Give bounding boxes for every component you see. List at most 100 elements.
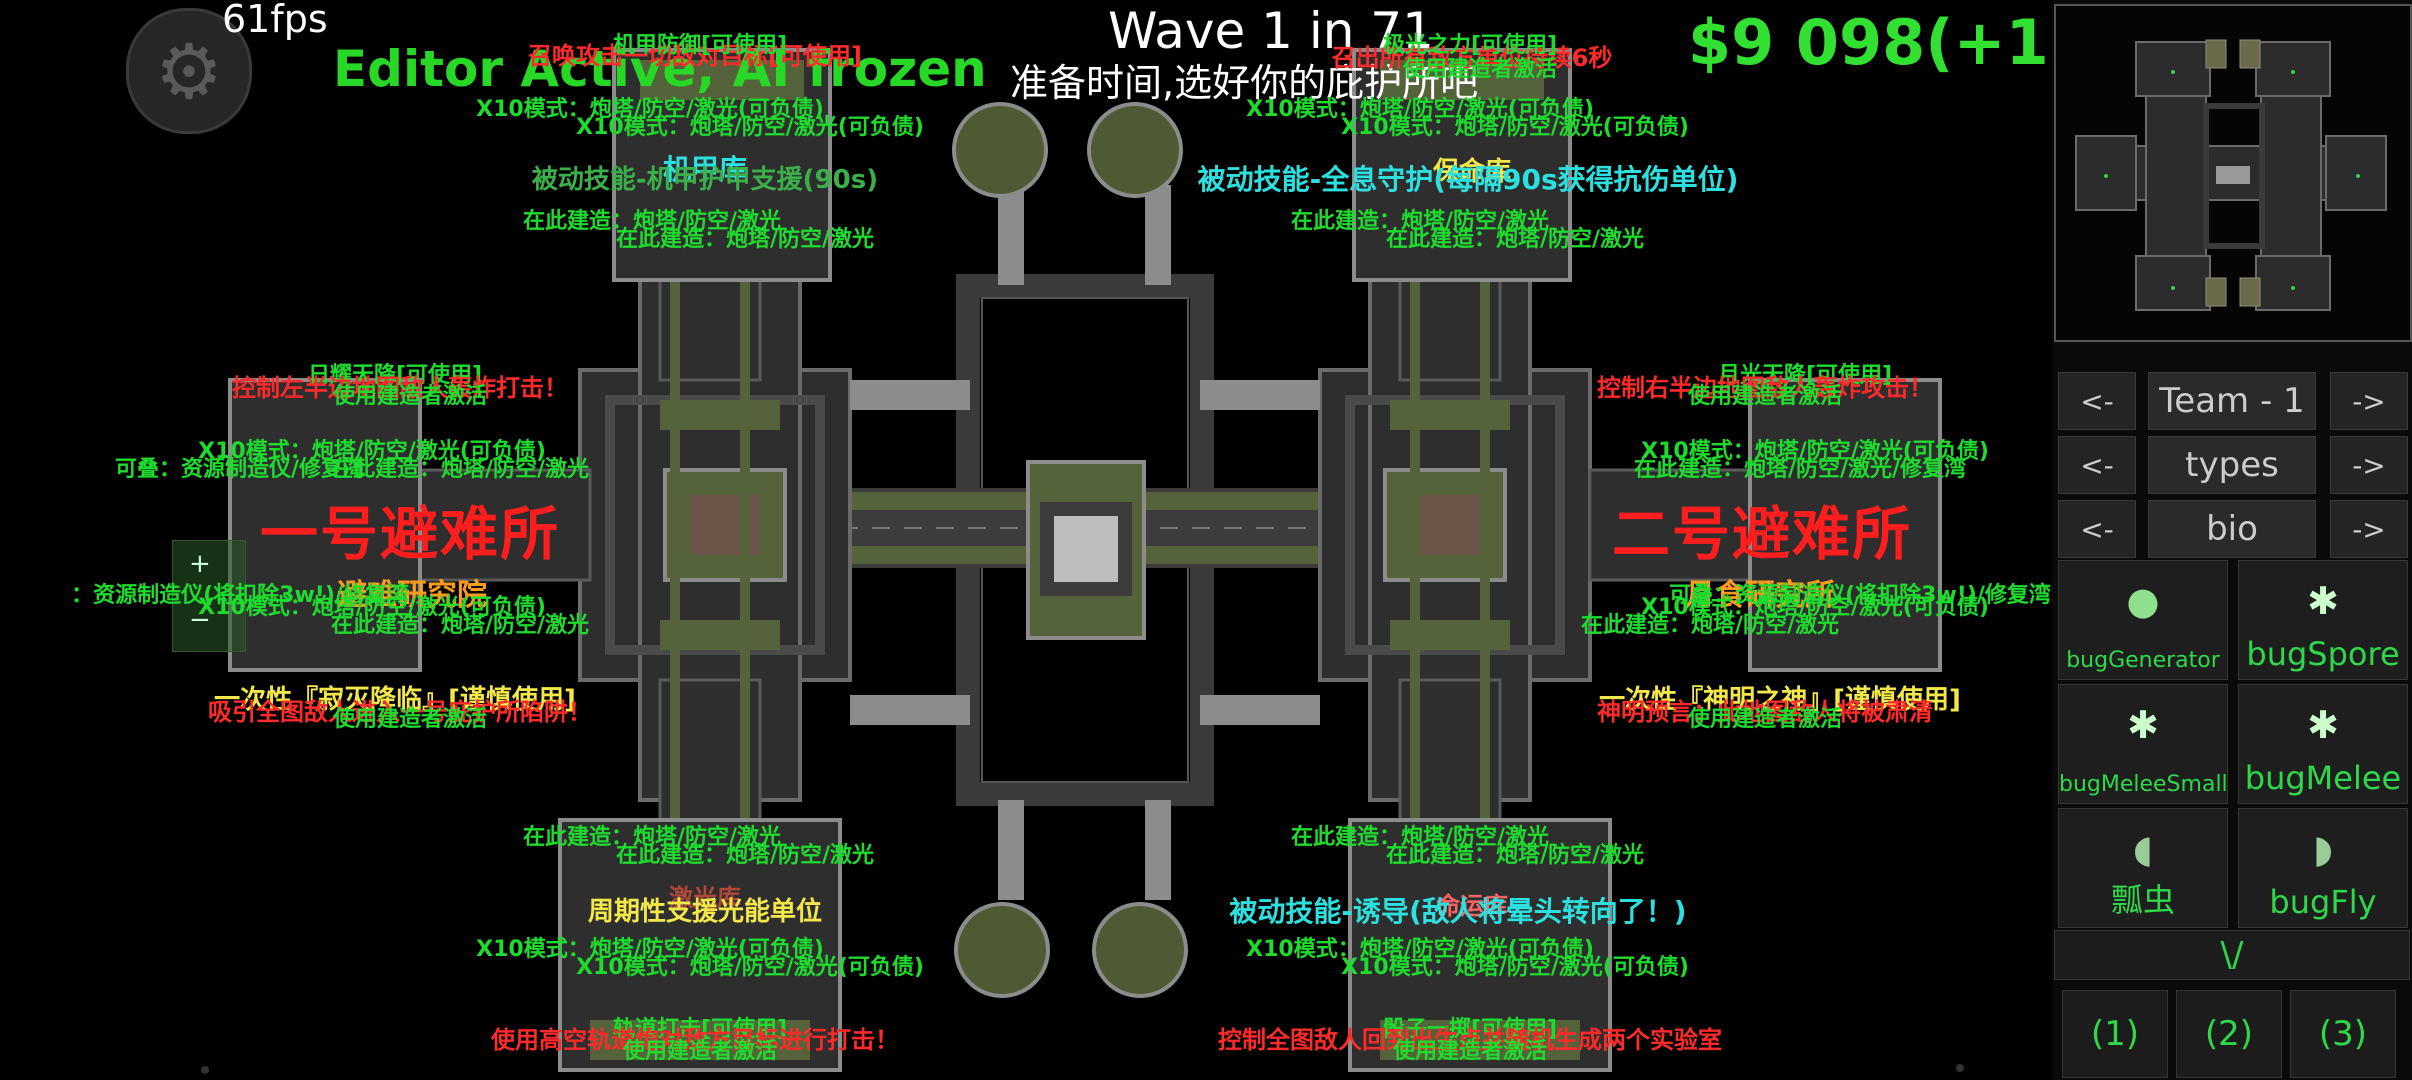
group-button-3[interactable]: (3) [2290, 990, 2396, 1078]
map-label: 在此建造：炮塔/防空/激光 [615, 227, 875, 252]
team-next-button[interactable]: -> [2330, 372, 2408, 430]
map-label: 极光之力[可使用] [1382, 33, 1558, 58]
ladybug-icon: ◖ [2132, 827, 2154, 871]
map-label: 在此建造：炮塔/防空/激光 [615, 843, 875, 868]
unit-name: bugFly [2269, 883, 2377, 921]
expand-button[interactable]: \/ [2054, 930, 2410, 980]
map-label: 可叠：资源制造仪/修复湾 [114, 457, 366, 482]
wave-timer: Wave 1 in 71 [1108, 2, 1434, 60]
minimap[interactable] [2054, 4, 2412, 342]
map-label: 激光库 [669, 884, 741, 912]
settings-gear-icon[interactable]: ⚙ [126, 8, 252, 134]
map-label: X10模式：炮塔/防空/激光(可负债) [1641, 439, 1989, 464]
map-label: X10模式：炮塔/防空/激光(可负债) [1341, 115, 1689, 140]
map-label: 机甲防御[可使用] [612, 33, 788, 58]
map-label: 月食研究所 [1685, 578, 1835, 613]
type-selector: <- types -> [2058, 436, 2408, 494]
map-label: X10模式：炮塔/防空/激光(可负债) [1246, 97, 1594, 122]
map-label: 在此建造：炮塔/防空/激光 [330, 613, 590, 638]
unit-button-bug-melee[interactable]: ✱ bugMelee [2238, 684, 2408, 804]
map-label: X10模式：炮塔/防空/激光(可负债) [198, 439, 546, 464]
shelter-title: 一号避难所 [259, 500, 561, 568]
category-next-button[interactable]: -> [2330, 500, 2408, 558]
map-label: 月光天降[可使用] [1717, 363, 1893, 388]
map-label: 在此建造：炮塔/防空/激光 [522, 825, 782, 850]
map-label: 被动技能-诱导(敌人将晕头转向了！) [1229, 895, 1687, 928]
team-prev-button[interactable]: <- [2058, 372, 2136, 430]
map-label: 在此建造：炮塔/防空/激光/修复湾 [1633, 457, 1967, 482]
map-label: X10模式：炮塔/防空/激光(可负债) [576, 955, 924, 980]
map-label: 在此建造：炮塔/防空/激光 [1290, 209, 1550, 234]
category-prev-button[interactable]: <- [2058, 500, 2136, 558]
map-label: 机甲库 [662, 153, 748, 186]
team-selector: <- Team - 1 -> [2058, 372, 2408, 430]
game-map[interactable] [0, 0, 2052, 1080]
bug-melee-icon: ✱ [2307, 703, 2339, 747]
shelter-title: 二号避难所 [1611, 500, 1913, 568]
map-label: 保命库 [1432, 157, 1512, 187]
zoom-control[interactable]: + − [172, 540, 246, 652]
map-label: 神明预言：此地图敌人将被肃清 [1597, 698, 1933, 726]
bug-generator-icon: ● [2126, 579, 2160, 623]
map-label: 召出所有敌方单位持续6秒 [1331, 44, 1613, 72]
map-label: 一次性『神明之神』[谨慎使用] [1599, 685, 1961, 715]
zoom-out-icon[interactable]: − [189, 605, 211, 635]
team-label: Team - 1 [2148, 372, 2316, 430]
map-label: 使用建造者激活 [1402, 57, 1558, 82]
group-button-2[interactable]: (2) [2176, 990, 2282, 1078]
map-label: 在此建造：炮塔/防空/激光 [330, 457, 590, 482]
bug-spore-icon: ✱ [2307, 579, 2339, 623]
prep-message: 准备时间,选好你的庇护所吧 [1010, 61, 1479, 105]
map-label: 被动技能-机甲护甲支援(90s) [531, 165, 879, 195]
map-label: 使用建造者激活 [1687, 384, 1843, 409]
type-label: types [2148, 436, 2316, 494]
unit-name: bugSpore [2246, 635, 2400, 673]
map-label: 在此建造：炮塔/防空/激光 [1385, 227, 1645, 252]
map-label: 使用建造者激活 [332, 707, 488, 732]
map-label: 轨道打击[可使用] [612, 1017, 788, 1042]
map-label: 被动技能-全息守护(每隔90s获得抗伤单位) [1197, 163, 1739, 196]
map-label: X10模式：炮塔/防空/激光(可负债) [1246, 937, 1594, 962]
map-label: 在此建造：炮塔/防空/激光 [1385, 843, 1645, 868]
map-label: 避难研究院 [337, 578, 487, 613]
editor-status: Editor Active, AI frozen [333, 40, 987, 98]
unit-button-bug-generator[interactable]: ● bugGenerator [2058, 560, 2228, 680]
map-label: 控制右半边地图敌人轰炸攻击！ [1597, 374, 1933, 402]
fps-counter: 61fps [222, 0, 328, 41]
unit-name: bugGenerator [2066, 648, 2220, 673]
unit-button-ladybug[interactable]: ◖ 瓢虫 [2058, 808, 2228, 928]
map-label: 可叠：资源制造仪(将扣除3w!)/修复湾 [1669, 583, 2051, 608]
map-label: 在此建造：炮塔/防空/激光 [1290, 825, 1550, 850]
map-label: X10模式：炮塔/防空/激光(可负债) [1341, 955, 1689, 980]
map-label: 命运库 [1436, 892, 1508, 920]
map-label: 使用建造者激活 [622, 1039, 778, 1064]
group-button-1[interactable]: (1) [2062, 990, 2168, 1078]
map-label: 使用高空轨道炮对敌方目标进行打击！ [491, 1026, 899, 1054]
unit-name: 瓢虫 [2110, 881, 2175, 919]
map-label: ：资源制造仪(将扣除3w!)/修复湾 [71, 583, 409, 608]
map-label: 使用建造者激活 [1687, 707, 1843, 732]
map-label: X10模式：炮塔/防空/激光(可负债) [198, 595, 546, 620]
unit-button-bug-melee-small[interactable]: ✱ bugMeleeSmall [2058, 684, 2228, 804]
map-label: 控制左半边地图敌人轰炸打击！ [232, 374, 568, 402]
type-next-button[interactable]: -> [2330, 436, 2408, 494]
map-label: 吸引全图敌人进入一号庇护所陷阱！ [208, 698, 592, 726]
map-label: 使用建造者激活 [1392, 1039, 1548, 1064]
map-label: 日耀天降[可使用] [307, 363, 483, 388]
unit-name: bugMeleeSmall [2059, 772, 2228, 797]
bug-melee-small-icon: ✱ [2127, 703, 2159, 747]
map-label: 控制全图敌人回到出生点并随机生成两个实验室 [1218, 1026, 1722, 1054]
unit-name: bugMelee [2244, 759, 2402, 797]
map-label: X10模式：炮塔/防空/激光(可负债) [476, 97, 824, 122]
unit-button-bug-spore[interactable]: ✱ bugSpore [2238, 560, 2408, 680]
zoom-in-icon[interactable]: + [189, 549, 211, 579]
map-label: 在此建造：炮塔/防空/激光 [522, 209, 782, 234]
map-label: 周期性支援光能单位 [587, 897, 823, 927]
map-label: X10模式：炮塔/防空/激光(可负债) [476, 937, 824, 962]
map-label: 骰子一掷[可使用] [1382, 1017, 1558, 1042]
map-label: 使用建造者激活 [332, 384, 488, 409]
unit-button-bug-fly[interactable]: ◗ bugFly [2238, 808, 2408, 928]
map-label: 召唤攻击一切敌对目标[可使用] [528, 42, 862, 70]
category-selector: <- bio -> [2058, 500, 2408, 558]
type-prev-button[interactable]: <- [2058, 436, 2136, 494]
